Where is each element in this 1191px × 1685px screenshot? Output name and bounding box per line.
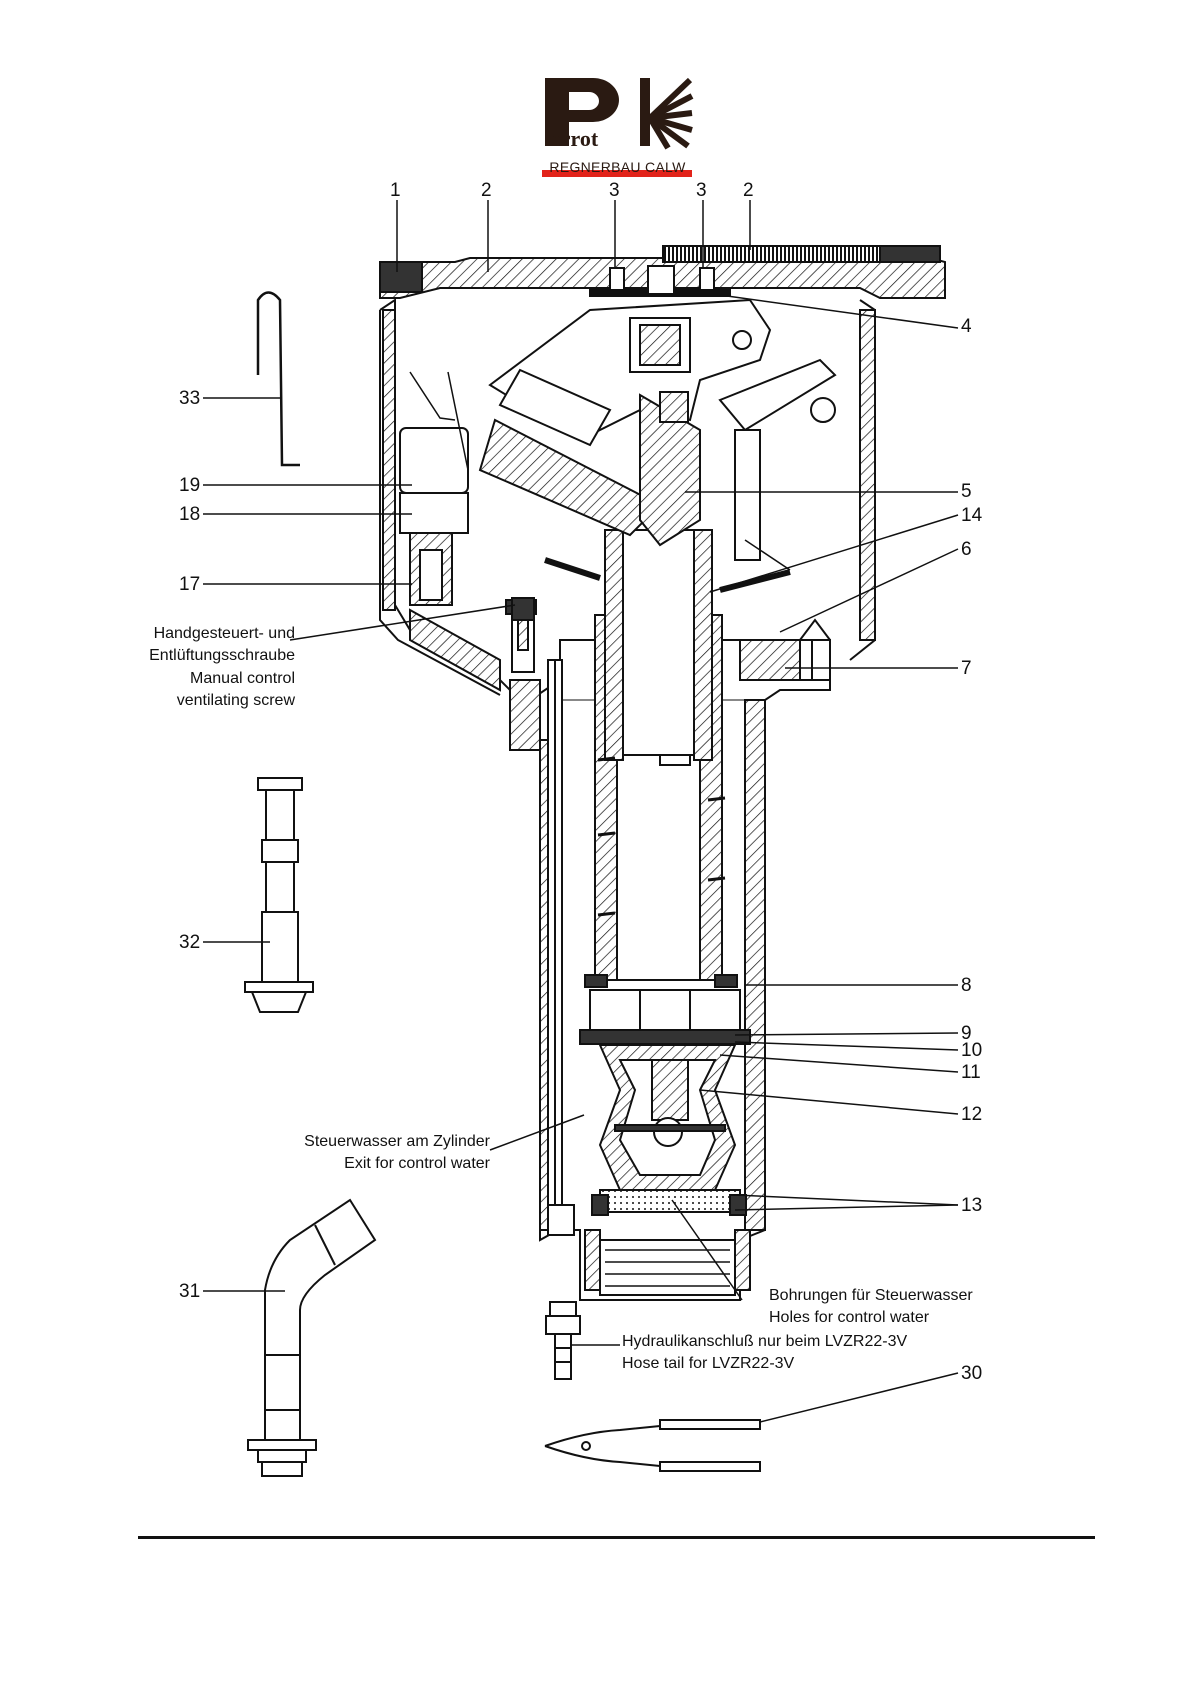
callout-31: 31: [179, 1281, 201, 1302]
hose-tail-fitting: [545, 1301, 581, 1380]
callout-4: 4: [961, 316, 972, 337]
callout-33: 33: [179, 388, 201, 409]
logo-red-bar: [542, 170, 692, 177]
callout-3: 3: [609, 180, 620, 201]
callout-10: 10: [961, 1040, 983, 1061]
callout-3: 3: [696, 180, 707, 201]
hose-tail-note-en: Hose tail for LVZR22-3V: [622, 1355, 795, 1372]
callout-7: 7: [961, 658, 972, 679]
control-holes-note-en: Holes for control water: [769, 1309, 930, 1326]
callout-17: 17: [179, 574, 201, 595]
callout-6: 6: [961, 539, 972, 560]
svg-text:errot: errot: [551, 126, 599, 151]
control-holes-note-de: Bohrungen für Steuerwasser: [769, 1287, 973, 1304]
callout-12: 12: [961, 1104, 983, 1125]
hose-tail-note-de: Hydraulikanschluß nur beim LVZR22-3V: [622, 1333, 908, 1350]
callout-30: 30: [961, 1363, 983, 1384]
callout-11: 11: [961, 1062, 981, 1083]
manual-screw-note-en-1: Manual control: [190, 670, 295, 687]
callout-32: 32: [179, 932, 201, 953]
callout-18: 18: [179, 504, 201, 525]
footer-rule: [138, 1536, 1095, 1539]
control-water-exit-note-de: Steuerwasser am Zylinder: [304, 1133, 490, 1150]
callout-9: 9: [961, 1023, 972, 1044]
callout-8: 8: [961, 975, 972, 996]
callout-5: 5: [961, 481, 972, 502]
manual-screw-note-de-2: Entlüftungsschraube: [149, 647, 295, 664]
manual-screw-note-en-2: ventilating screw: [176, 692, 295, 709]
perrot-logo: errot: [542, 77, 694, 177]
callout-19: 19: [179, 475, 201, 496]
control-water-exit-note-en: Exit for control water: [344, 1155, 490, 1172]
sprinkler-body: [379, 245, 946, 1301]
bent-tube-31: [247, 1198, 377, 1477]
callout-13: 13: [961, 1195, 983, 1216]
leader-lines: [203, 200, 959, 1423]
callout-1: 1: [390, 180, 401, 201]
riser-tool-32: [244, 777, 314, 1013]
circlip-pliers-30: [544, 1419, 761, 1472]
callout-2: 2: [481, 180, 492, 201]
callout-14: 14: [961, 505, 983, 526]
manual-screw-note-de-1: Handgesteuert- und: [153, 625, 295, 642]
hook-key-33: [256, 291, 300, 467]
callout-2: 2: [743, 180, 754, 201]
logo-subtitle: REGNERBAU CALW: [549, 159, 686, 175]
